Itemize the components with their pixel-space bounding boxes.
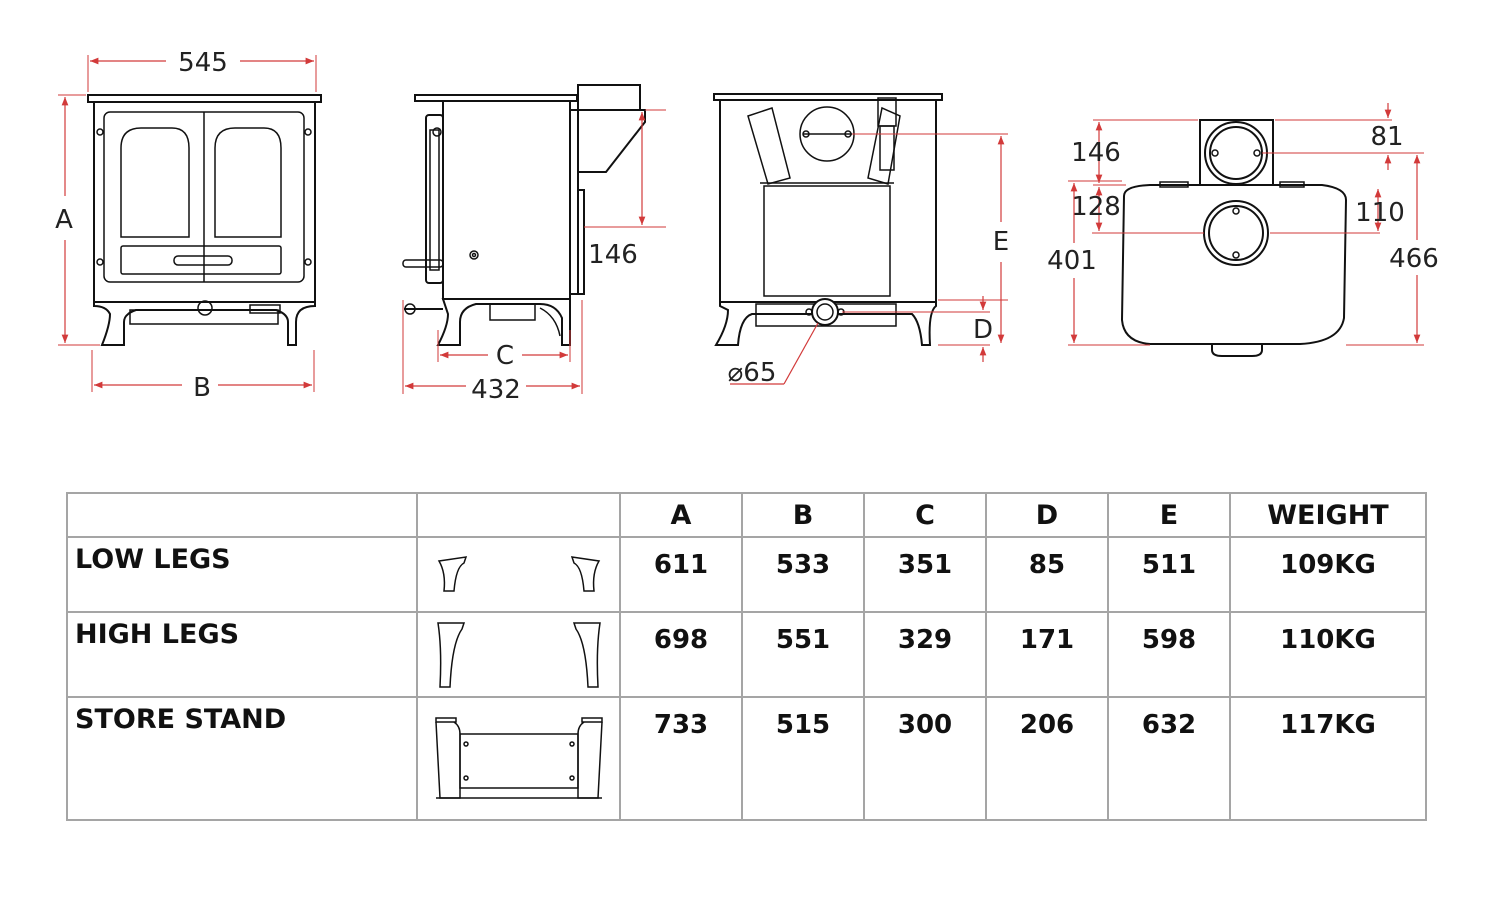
- header-blank-icon: [416, 492, 621, 538]
- top-128-label: 128: [1071, 192, 1121, 222]
- front-dimensions: 545 A B: [55, 48, 317, 403]
- store-stand-cell: [416, 696, 621, 821]
- store-stand-E: 632: [1107, 696, 1231, 821]
- header-blank-label: [66, 492, 418, 538]
- header-A: A: [619, 492, 743, 538]
- dimension-B-label: B: [193, 373, 211, 403]
- store-stand-C: 300: [863, 696, 987, 821]
- stove-dimension-drawings: 545 A B 146: [55, 48, 1439, 405]
- top-dimensions: 146 128 401 81 110 466: [1047, 103, 1439, 346]
- top-401-label: 401: [1047, 246, 1097, 276]
- top-466-label: 466: [1389, 244, 1439, 274]
- low-legs-C: 351: [863, 536, 987, 613]
- depth-432-label: 432: [471, 375, 521, 405]
- top-view: [1120, 119, 1348, 357]
- header-D: D: [985, 492, 1109, 538]
- high-legs-icon: [436, 621, 601, 688]
- store-stand-D: 206: [985, 696, 1109, 821]
- top-146-label: 146: [1071, 138, 1121, 168]
- header-E: E: [1107, 492, 1231, 538]
- side-dimensions: 146 C 432: [402, 109, 666, 405]
- low-legs-icon: [437, 555, 600, 592]
- high-legs-A: 698: [619, 611, 743, 698]
- high-legs-cell: [416, 611, 621, 698]
- air-inlet-65-label: ⌀65: [728, 358, 777, 388]
- low-legs-weight: 109KG: [1229, 536, 1427, 613]
- high-legs-weight: 110KG: [1229, 611, 1427, 698]
- store-stand-B: 515: [741, 696, 865, 821]
- dimension-D-label: D: [973, 315, 993, 345]
- store-stand-icon: [434, 716, 603, 799]
- store-stand-A: 733: [619, 696, 743, 821]
- flue-146-side-label: 146: [588, 240, 638, 270]
- rear-dimensions: E D ⌀65: [728, 133, 1009, 388]
- table-row: HIGH LEGS 698 551 329 171 598 110KG: [66, 611, 1427, 698]
- front-view: [87, 94, 322, 346]
- row-label-store-stand: STORE STAND: [66, 696, 418, 821]
- dimension-E-label: E: [993, 227, 1009, 257]
- high-legs-B: 551: [741, 611, 865, 698]
- high-legs-D: 171: [985, 611, 1109, 698]
- table-row: STORE STAND 733 515 300 206 632 117KG: [66, 696, 1427, 821]
- high-legs-C: 329: [863, 611, 987, 698]
- low-legs-D: 85: [985, 536, 1109, 613]
- low-legs-cell: [416, 536, 621, 613]
- width-545-label: 545: [178, 48, 228, 78]
- header-C: C: [863, 492, 987, 538]
- high-legs-E: 598: [1107, 611, 1231, 698]
- dimension-A-label: A: [55, 205, 73, 235]
- rear-view: [713, 93, 943, 346]
- top-110-label: 110: [1355, 198, 1405, 228]
- low-legs-E: 511: [1107, 536, 1231, 613]
- store-stand-weight: 117KG: [1229, 696, 1427, 821]
- low-legs-B: 533: [741, 536, 865, 613]
- side-view: [402, 84, 646, 346]
- dimensions-table: A B C D E WEIGHT LOW LEGS 611 533 351 85…: [66, 492, 1427, 821]
- header-weight: WEIGHT: [1229, 492, 1427, 538]
- table-header-row: A B C D E WEIGHT: [66, 492, 1427, 538]
- row-label-high-legs: HIGH LEGS: [66, 611, 418, 698]
- table-row: LOW LEGS 611 533 351 85 511 109KG: [66, 536, 1427, 613]
- top-81-label: 81: [1370, 122, 1403, 152]
- header-B: B: [741, 492, 865, 538]
- dimension-C-label: C: [496, 341, 514, 371]
- low-legs-A: 611: [619, 536, 743, 613]
- row-label-low-legs: LOW LEGS: [66, 536, 418, 613]
